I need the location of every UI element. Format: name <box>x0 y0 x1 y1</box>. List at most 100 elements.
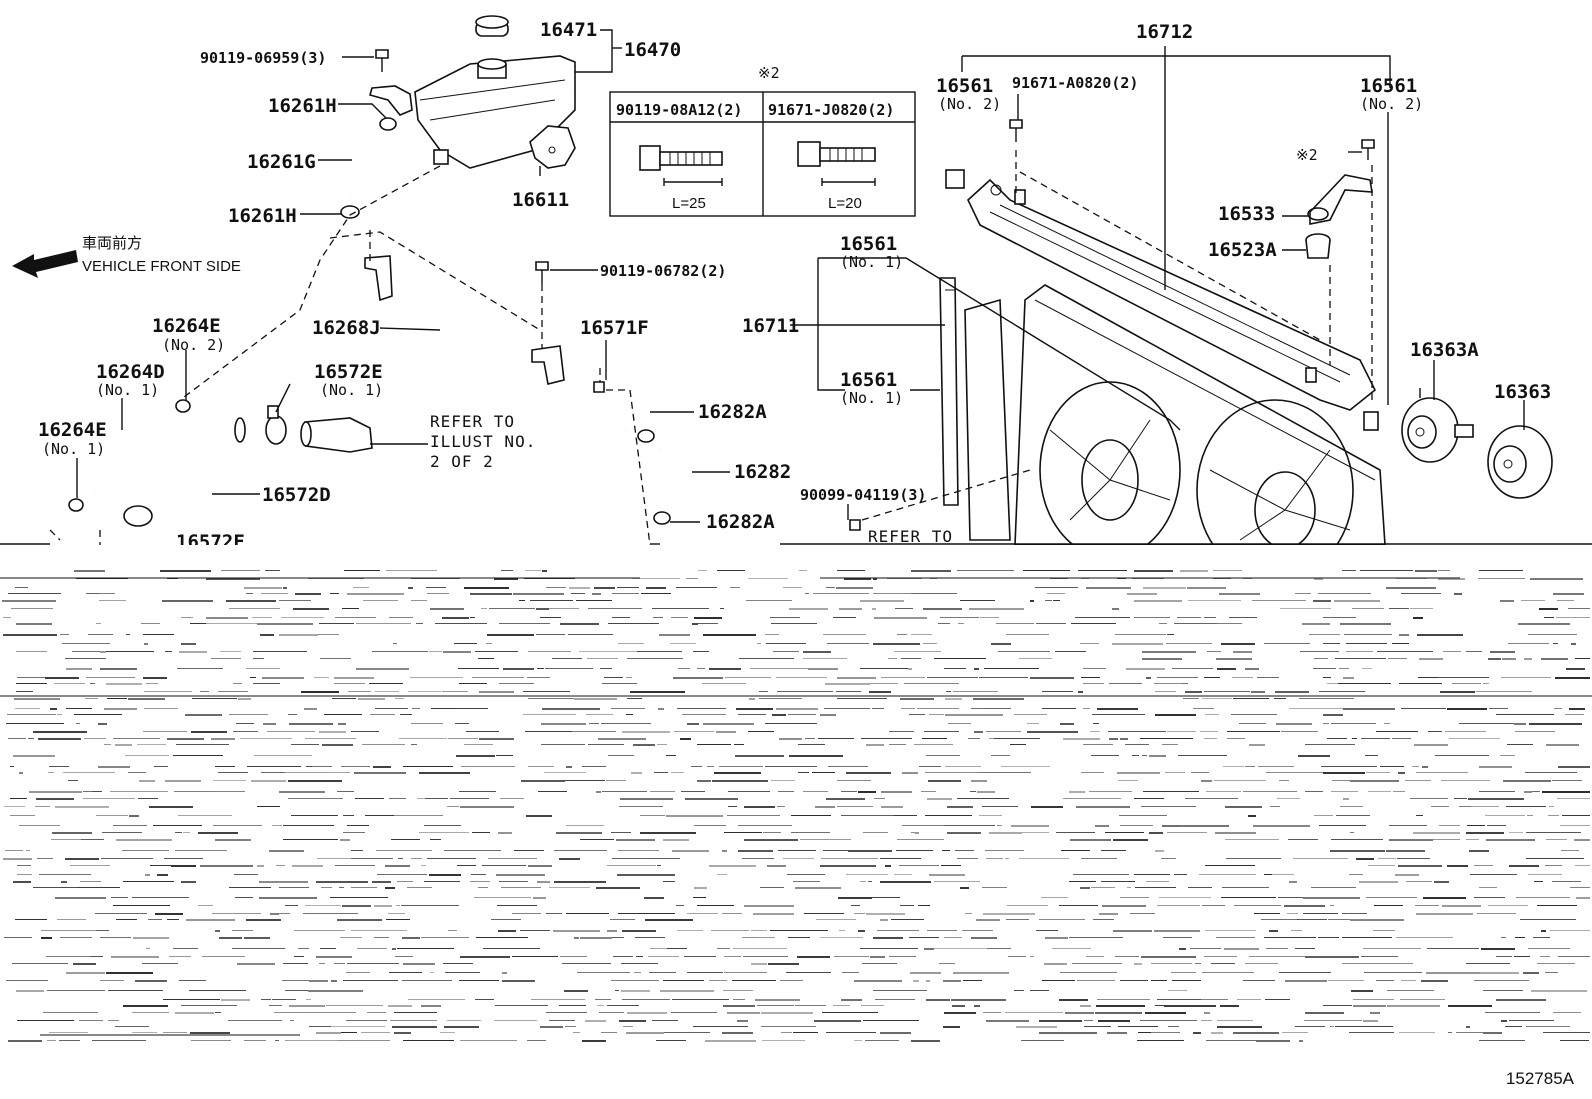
label-16711: 16711 <box>742 315 799 337</box>
noise-segment <box>19 772 23 774</box>
noise-segment <box>259 881 308 883</box>
noise-segment <box>1140 1020 1197 1021</box>
label-marker2: ※2 <box>1296 146 1318 164</box>
noise-segment <box>39 874 91 875</box>
noise-segment <box>372 881 391 883</box>
noise-segment <box>1166 643 1212 644</box>
noise-segment <box>1083 708 1090 709</box>
bolt-marker2-drawing <box>1361 139 1375 160</box>
noise-segment <box>822 1012 878 1013</box>
noise-segment <box>1438 677 1489 678</box>
noise-segment <box>722 1032 753 1034</box>
noise-segment <box>533 897 546 899</box>
label-16533: 16533 <box>1218 203 1275 225</box>
noise-segment <box>15 587 28 588</box>
noise-segment <box>63 772 115 773</box>
noise-segment <box>738 825 792 826</box>
figure-code: 152785A <box>1505 1069 1574 1088</box>
noise-segment <box>394 815 443 816</box>
noise-segment <box>392 948 396 950</box>
noise-segment <box>983 1012 1001 1013</box>
noise-segment <box>306 766 312 767</box>
noise-segment <box>848 850 892 852</box>
noise-segment <box>860 948 918 949</box>
noise-segment <box>351 731 379 732</box>
noise-segment <box>1533 937 1550 938</box>
noise-segment <box>98 766 130 768</box>
noise-segment <box>1433 839 1460 840</box>
noise-segment <box>1562 815 1590 816</box>
noise-segment <box>1217 1026 1262 1028</box>
noise-segment <box>697 905 734 906</box>
noise-segment <box>1299 1040 1303 1042</box>
noise-segment <box>1554 708 1562 709</box>
noise-segment <box>841 815 894 816</box>
noise-segment <box>1261 919 1297 920</box>
noise-segment <box>16 990 44 992</box>
noise-segment <box>234 874 258 875</box>
noise-segment <box>37 858 53 859</box>
noise-segment <box>1287 913 1298 914</box>
noise-segment <box>788 937 810 938</box>
noise-segment <box>544 772 586 773</box>
noise-segment <box>1479 791 1515 792</box>
noise-segment <box>861 1005 884 1006</box>
noise-segment <box>1330 1026 1334 1027</box>
noise-segment <box>797 956 830 958</box>
noise-segment <box>755 999 800 1001</box>
noise-segment <box>1342 937 1392 938</box>
noise-segment <box>343 815 354 816</box>
noise-segment <box>1190 948 1221 949</box>
noise-segment <box>1256 1040 1290 1042</box>
noise-segment <box>703 634 756 636</box>
noise-segment <box>459 683 487 684</box>
bolt-90099-04119-drawing <box>849 519 861 531</box>
noise-segment <box>265 570 280 571</box>
label-16261G: 16261G <box>247 151 316 173</box>
noise-segment <box>1479 570 1523 571</box>
noise-segment <box>637 651 682 652</box>
noise-segment <box>770 617 800 618</box>
noise-segment <box>232 930 253 931</box>
noise-segment <box>739 658 794 659</box>
noise-segment <box>334 963 345 964</box>
noise-segment <box>51 839 81 840</box>
noise-segment <box>139 780 155 782</box>
noise-segment <box>104 744 111 745</box>
noise-segment <box>1361 738 1390 739</box>
noise-segment <box>474 897 531 898</box>
noise-segment <box>448 930 457 931</box>
noise-segment <box>600 668 612 669</box>
noise-segment <box>554 850 607 851</box>
side-panel-16711-drawing <box>939 277 959 506</box>
noise-segment <box>236 723 254 724</box>
noise-segment <box>1234 905 1281 906</box>
noise-segment <box>1524 658 1532 660</box>
noise-segment <box>970 791 976 792</box>
noise-segment <box>1245 668 1259 670</box>
noise-segment <box>1544 617 1554 618</box>
noise-segment <box>646 587 666 589</box>
noise-segment <box>1039 919 1085 920</box>
noise-segment <box>81 839 104 840</box>
noise-segment <box>922 738 947 739</box>
noise-segment <box>1496 999 1546 1001</box>
noise-segment <box>833 617 856 618</box>
noise-segment <box>974 1005 980 1007</box>
noise-segment <box>983 913 1035 915</box>
noise-segment <box>17 677 45 678</box>
noise-segment <box>1515 937 1525 938</box>
noise-segment <box>1163 937 1192 938</box>
noise-segment <box>889 956 916 957</box>
noise-segment <box>110 791 168 792</box>
noise-segment <box>1331 791 1358 792</box>
noise-segment <box>1376 731 1418 732</box>
noise-segment <box>1466 963 1510 964</box>
noise-segment <box>19 825 60 826</box>
noise-segment <box>54 683 85 684</box>
noise-segment <box>1474 980 1529 981</box>
hose-16282-drawing <box>637 429 690 525</box>
noise-segment <box>560 956 587 957</box>
noise-segment <box>944 1012 976 1014</box>
noise-segment <box>953 972 1009 974</box>
